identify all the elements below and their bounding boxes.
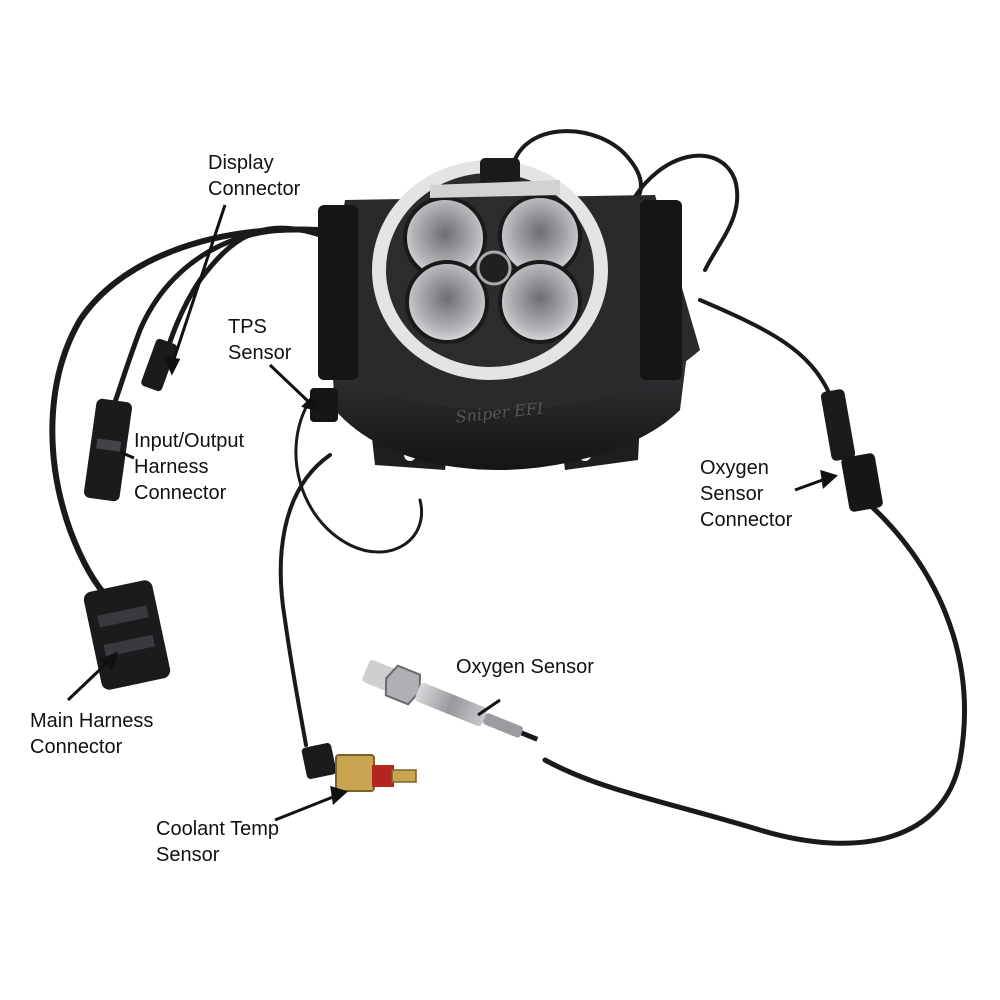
label-line: Oxygen bbox=[700, 457, 769, 479]
wire-coolant bbox=[278, 453, 332, 747]
arrow-main-harness bbox=[66, 658, 112, 702]
coolant-temp-sensor bbox=[301, 742, 417, 792]
throttle-body: Sniper EFI bbox=[318, 158, 700, 470]
display-connector bbox=[141, 338, 177, 392]
wire-o2-upper bbox=[698, 298, 832, 397]
label-line: Display bbox=[208, 152, 274, 174]
display-connector-label: Display Connector bbox=[208, 150, 300, 202]
arrowhead-icon bbox=[820, 469, 838, 490]
arrow-coolant-temp bbox=[274, 793, 339, 822]
arrowhead-icon bbox=[301, 395, 321, 413]
center-injector-cap bbox=[476, 250, 512, 286]
arrow-tps-sensor bbox=[268, 363, 314, 407]
label-line: Main Harness bbox=[30, 710, 154, 732]
label-line: Sensor bbox=[700, 483, 764, 505]
main-harness-connector-label: Main Harness Connector bbox=[30, 708, 153, 760]
top-trim bbox=[430, 180, 560, 198]
label-line: Connector bbox=[700, 509, 793, 531]
arrowhead-icon bbox=[330, 785, 348, 806]
label-line: Connector bbox=[134, 482, 227, 504]
oxygen-sensor-connector bbox=[820, 389, 883, 512]
arrow-oxygen-sensor bbox=[477, 698, 501, 717]
label-line: Sensor bbox=[228, 342, 292, 364]
label-line: Coolant Temp bbox=[156, 818, 280, 840]
wire-tps-loop bbox=[294, 398, 423, 554]
wire-o2-lower bbox=[542, 502, 967, 846]
leader-lines bbox=[66, 204, 838, 822]
label-line: Connector bbox=[208, 178, 301, 200]
oxygen-sensor-label: Oxygen Sensor bbox=[456, 654, 594, 680]
fuel-rail-left bbox=[318, 205, 358, 380]
label-line: Connector bbox=[30, 736, 123, 758]
wiring-harness bbox=[49, 129, 967, 846]
top-connector bbox=[480, 158, 520, 184]
label-line: Oxygen Sensor bbox=[456, 656, 594, 678]
label-line: Input/Output bbox=[134, 430, 245, 452]
fuel-rail-right bbox=[640, 200, 682, 380]
throttle-bore-bottom-left bbox=[405, 260, 489, 344]
throttle-bore-bottom-right bbox=[498, 260, 582, 344]
wire-main bbox=[49, 226, 321, 603]
tps-sensor-label: TPS Sensor bbox=[228, 314, 291, 366]
label-line: Sensor bbox=[156, 844, 220, 866]
wire-top-right bbox=[628, 153, 740, 272]
coolant-temp-sensor-label: Coolant Temp Sensor bbox=[156, 816, 279, 868]
arrowhead-icon bbox=[99, 651, 119, 671]
oxygen-sensor-connector-label: Oxygen Sensor Connector bbox=[700, 455, 792, 533]
oxygen-sensor bbox=[362, 660, 539, 742]
label-line: Harness bbox=[134, 456, 209, 478]
tps-sensor bbox=[310, 388, 338, 422]
arrowhead-icon bbox=[163, 356, 181, 376]
arrow-io-harness bbox=[119, 450, 135, 460]
label-line: TPS bbox=[228, 316, 267, 338]
io-harness-connector-label: Input/Output Harness Connector bbox=[134, 428, 244, 506]
io-harness-connector bbox=[83, 398, 133, 502]
arrow-display-connector bbox=[170, 204, 227, 366]
